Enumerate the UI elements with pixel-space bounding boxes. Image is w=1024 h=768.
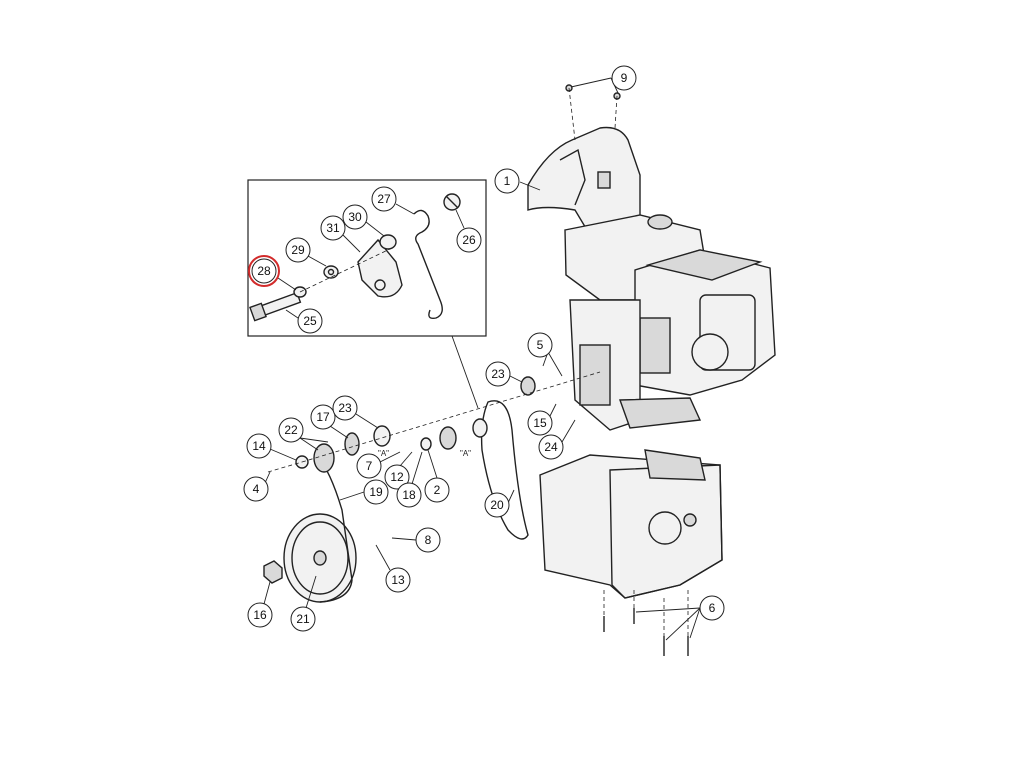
callout-23b[interactable]: 23 xyxy=(485,361,523,387)
svg-text:13: 13 xyxy=(391,573,405,587)
callout-22[interactable]: 22 xyxy=(278,417,329,451)
svg-text:24: 24 xyxy=(544,440,558,454)
svg-text:23: 23 xyxy=(491,367,505,381)
callout-13[interactable]: 13 xyxy=(375,544,411,593)
svg-text:17: 17 xyxy=(316,410,330,424)
callout-29[interactable]: 29 xyxy=(285,237,327,267)
inset-spacer-30 xyxy=(379,234,397,250)
callout-28-highlighted[interactable]: 28 xyxy=(248,255,297,291)
callout-25[interactable]: 25 xyxy=(285,308,323,334)
svg-text:29: 29 xyxy=(291,243,305,257)
frame-plate xyxy=(539,449,723,599)
callout-30[interactable]: 30 xyxy=(342,204,385,237)
callout-4[interactable]: 4 xyxy=(243,471,271,502)
auger-pulley xyxy=(283,513,357,603)
svg-text:7: 7 xyxy=(366,459,373,473)
svg-text:22: 22 xyxy=(284,423,298,437)
callout-2[interactable]: 2 xyxy=(424,449,450,503)
svg-text:30: 30 xyxy=(348,210,362,224)
center-label-a2: "A" xyxy=(460,449,471,458)
callout-18[interactable]: 18 xyxy=(396,451,423,508)
callout-21[interactable]: 21 xyxy=(290,575,317,632)
bolt-set-6 xyxy=(603,608,689,656)
callout-19[interactable]: 19 xyxy=(339,479,389,505)
callout-15[interactable]: 15 xyxy=(527,403,557,436)
svg-text:25: 25 xyxy=(303,314,317,328)
svg-text:14: 14 xyxy=(252,439,266,453)
svg-text:2: 2 xyxy=(434,483,441,497)
hex-nut-16 xyxy=(263,560,283,584)
svg-text:31: 31 xyxy=(326,221,340,235)
svg-text:16: 16 xyxy=(253,608,267,622)
callout-5[interactable]: 5 xyxy=(527,332,563,377)
svg-text:9: 9 xyxy=(621,71,628,85)
belt-20 xyxy=(480,400,529,540)
svg-text:18: 18 xyxy=(402,488,416,502)
svg-text:21: 21 xyxy=(296,612,310,626)
callout-27[interactable]: 27 xyxy=(371,186,415,215)
inset-spring-27 xyxy=(413,209,443,320)
callout-7[interactable]: 7 xyxy=(356,451,401,479)
svg-text:5: 5 xyxy=(537,338,544,352)
callout-6[interactable]: 6 xyxy=(635,595,725,641)
svg-text:23: 23 xyxy=(338,401,352,415)
svg-text:26: 26 xyxy=(462,233,476,247)
callout-24[interactable]: 24 xyxy=(538,419,576,460)
svg-text:15: 15 xyxy=(533,416,547,430)
svg-text:4: 4 xyxy=(253,482,260,496)
inset-washer-29 xyxy=(323,265,339,279)
svg-text:19: 19 xyxy=(369,485,383,499)
inset-idler-bracket xyxy=(357,238,403,298)
svg-text:6: 6 xyxy=(709,601,716,615)
callout-16[interactable]: 16 xyxy=(247,581,273,628)
callout-8[interactable]: 8 xyxy=(391,527,441,553)
engine-assembly xyxy=(527,126,776,431)
callout-14[interactable]: 14 xyxy=(246,433,297,461)
center-label-a1: "A" xyxy=(378,449,389,458)
callout-17[interactable]: 17 xyxy=(310,404,349,439)
svg-text:1: 1 xyxy=(504,174,511,188)
callout-26[interactable]: 26 xyxy=(455,209,482,253)
callout-1[interactable]: 1 xyxy=(494,168,541,194)
callout-12[interactable]: 12 xyxy=(384,451,413,490)
inset-bolt xyxy=(249,291,302,322)
highlight-ring xyxy=(248,255,280,287)
callout-23a[interactable]: 23 xyxy=(332,395,379,429)
callout-20[interactable]: 20 xyxy=(484,489,515,518)
svg-text:8: 8 xyxy=(425,533,432,547)
inset-detail-box xyxy=(247,179,487,337)
svg-text:20: 20 xyxy=(490,498,504,512)
callout-31[interactable]: 31 xyxy=(320,215,361,253)
svg-text:27: 27 xyxy=(377,192,391,206)
svg-text:12: 12 xyxy=(390,470,404,484)
svg-text:28: 28 xyxy=(257,264,271,278)
callout-9[interactable]: 9 xyxy=(570,65,637,94)
